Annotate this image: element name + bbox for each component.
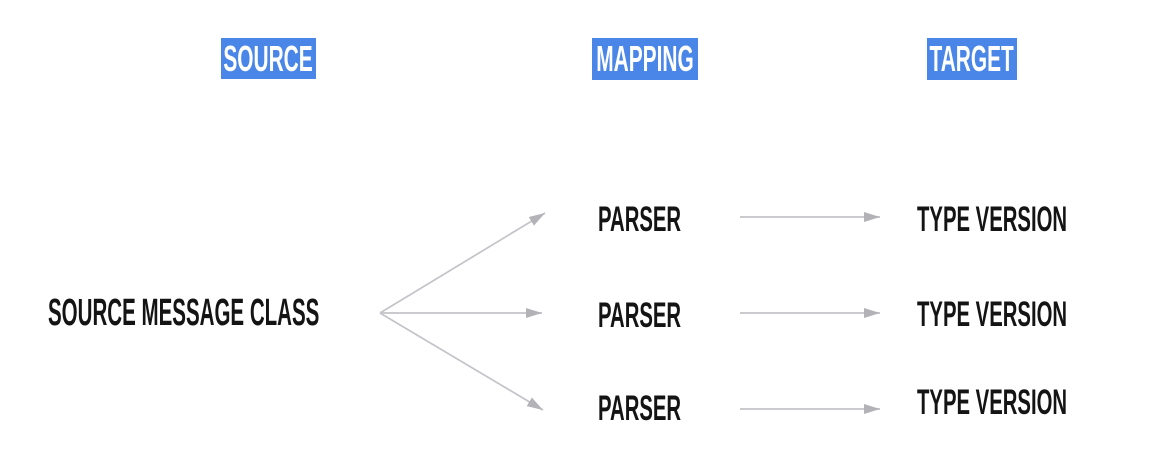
type-version-node-3-label: TYPE VERSION: [917, 382, 1068, 422]
type-version-node-3: TYPE VERSION: [917, 382, 1152, 422]
parser-node-3: PARSER: [598, 388, 741, 428]
type-version-node-1-label: TYPE VERSION: [917, 199, 1068, 239]
parser-node-2-label: PARSER: [598, 295, 682, 335]
parser-node-2: PARSER: [598, 295, 741, 335]
parser-node-1-label: PARSER: [598, 199, 682, 239]
column-header-mapping-label: MAPPING: [596, 38, 694, 79]
source-message-class-node: SOURCE MESSAGE CLASS: [48, 293, 551, 333]
column-header-source-label: SOURCE: [223, 37, 314, 79]
parser-node-1: PARSER: [598, 199, 741, 239]
type-version-node-2-label: TYPE VERSION: [917, 294, 1068, 334]
column-header-target-label: TARGET: [929, 38, 1015, 79]
type-version-node-2: TYPE VERSION: [917, 294, 1152, 334]
column-header-source: SOURCE: [221, 38, 316, 79]
source-message-class-label: SOURCE MESSAGE CLASS: [48, 292, 320, 334]
parser-node-3-label: PARSER: [598, 388, 682, 428]
column-header-target: TARGET: [927, 38, 1017, 80]
type-version-node-1: TYPE VERSION: [917, 199, 1152, 239]
column-header-mapping: MAPPING: [592, 38, 698, 80]
